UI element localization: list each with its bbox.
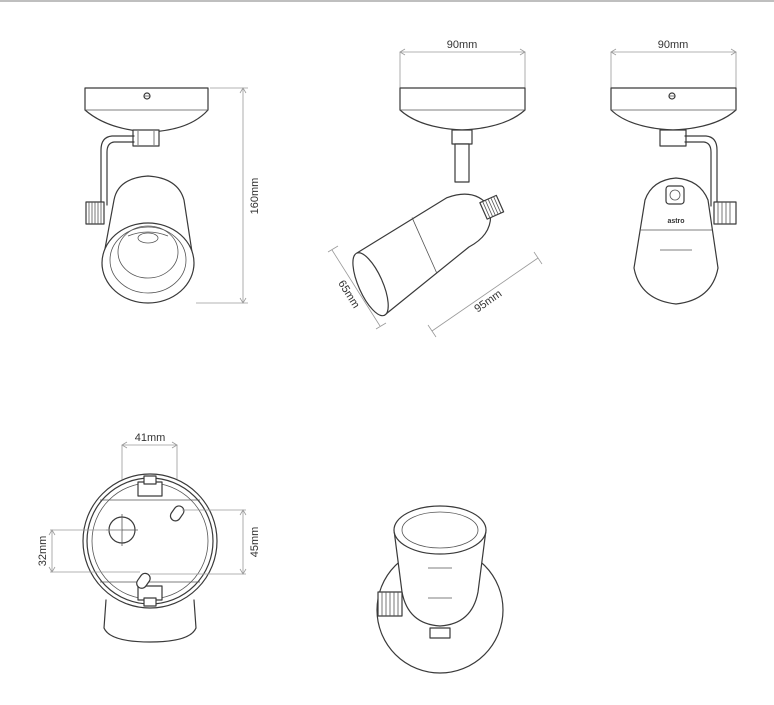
dim-label-90-side: 90mm [447, 39, 478, 51]
back-knob [713, 201, 737, 225]
back-cup [633, 177, 719, 305]
back-stem-block [659, 129, 687, 147]
front-stem-block [132, 129, 160, 147]
side-canopy [399, 87, 526, 131]
bottom-cup [393, 529, 487, 627]
back-canopy [610, 87, 737, 131]
bottom-cable-gland [429, 627, 451, 639]
plate-slot-bottom [136, 572, 151, 589]
bottom-view [376, 505, 504, 674]
back-cable-gland [665, 185, 685, 205]
plate-view: 41mm 32mm 45mm [37, 432, 261, 643]
dim-label-160: 160mm [249, 178, 261, 215]
side-view: 90mm 65mm 95mm [327, 39, 543, 338]
side-stem [454, 143, 470, 183]
front-lamp-socket [137, 232, 159, 244]
back-arm [684, 135, 718, 207]
dim-label-32: 32mm [37, 536, 49, 567]
dim-label-45: 45mm [249, 527, 261, 558]
mounting-plate [82, 473, 218, 609]
side-head-opening [352, 252, 389, 317]
dim-line-95 [431, 257, 539, 332]
dim-line-65 [331, 249, 381, 327]
dim-label-90-back: 90mm [658, 39, 689, 51]
front-cup-opening [101, 222, 195, 304]
back-view: 90mm astro [610, 39, 737, 305]
bottom-cup-opening [393, 505, 487, 555]
brand-logo: astro [667, 218, 684, 225]
plate-slot-right [169, 505, 185, 522]
plate-body [103, 599, 197, 643]
front-arm [100, 135, 135, 206]
front-view: 160mm [84, 87, 261, 304]
side-stem-block [451, 129, 473, 145]
dim-label-41: 41mm [135, 432, 166, 444]
